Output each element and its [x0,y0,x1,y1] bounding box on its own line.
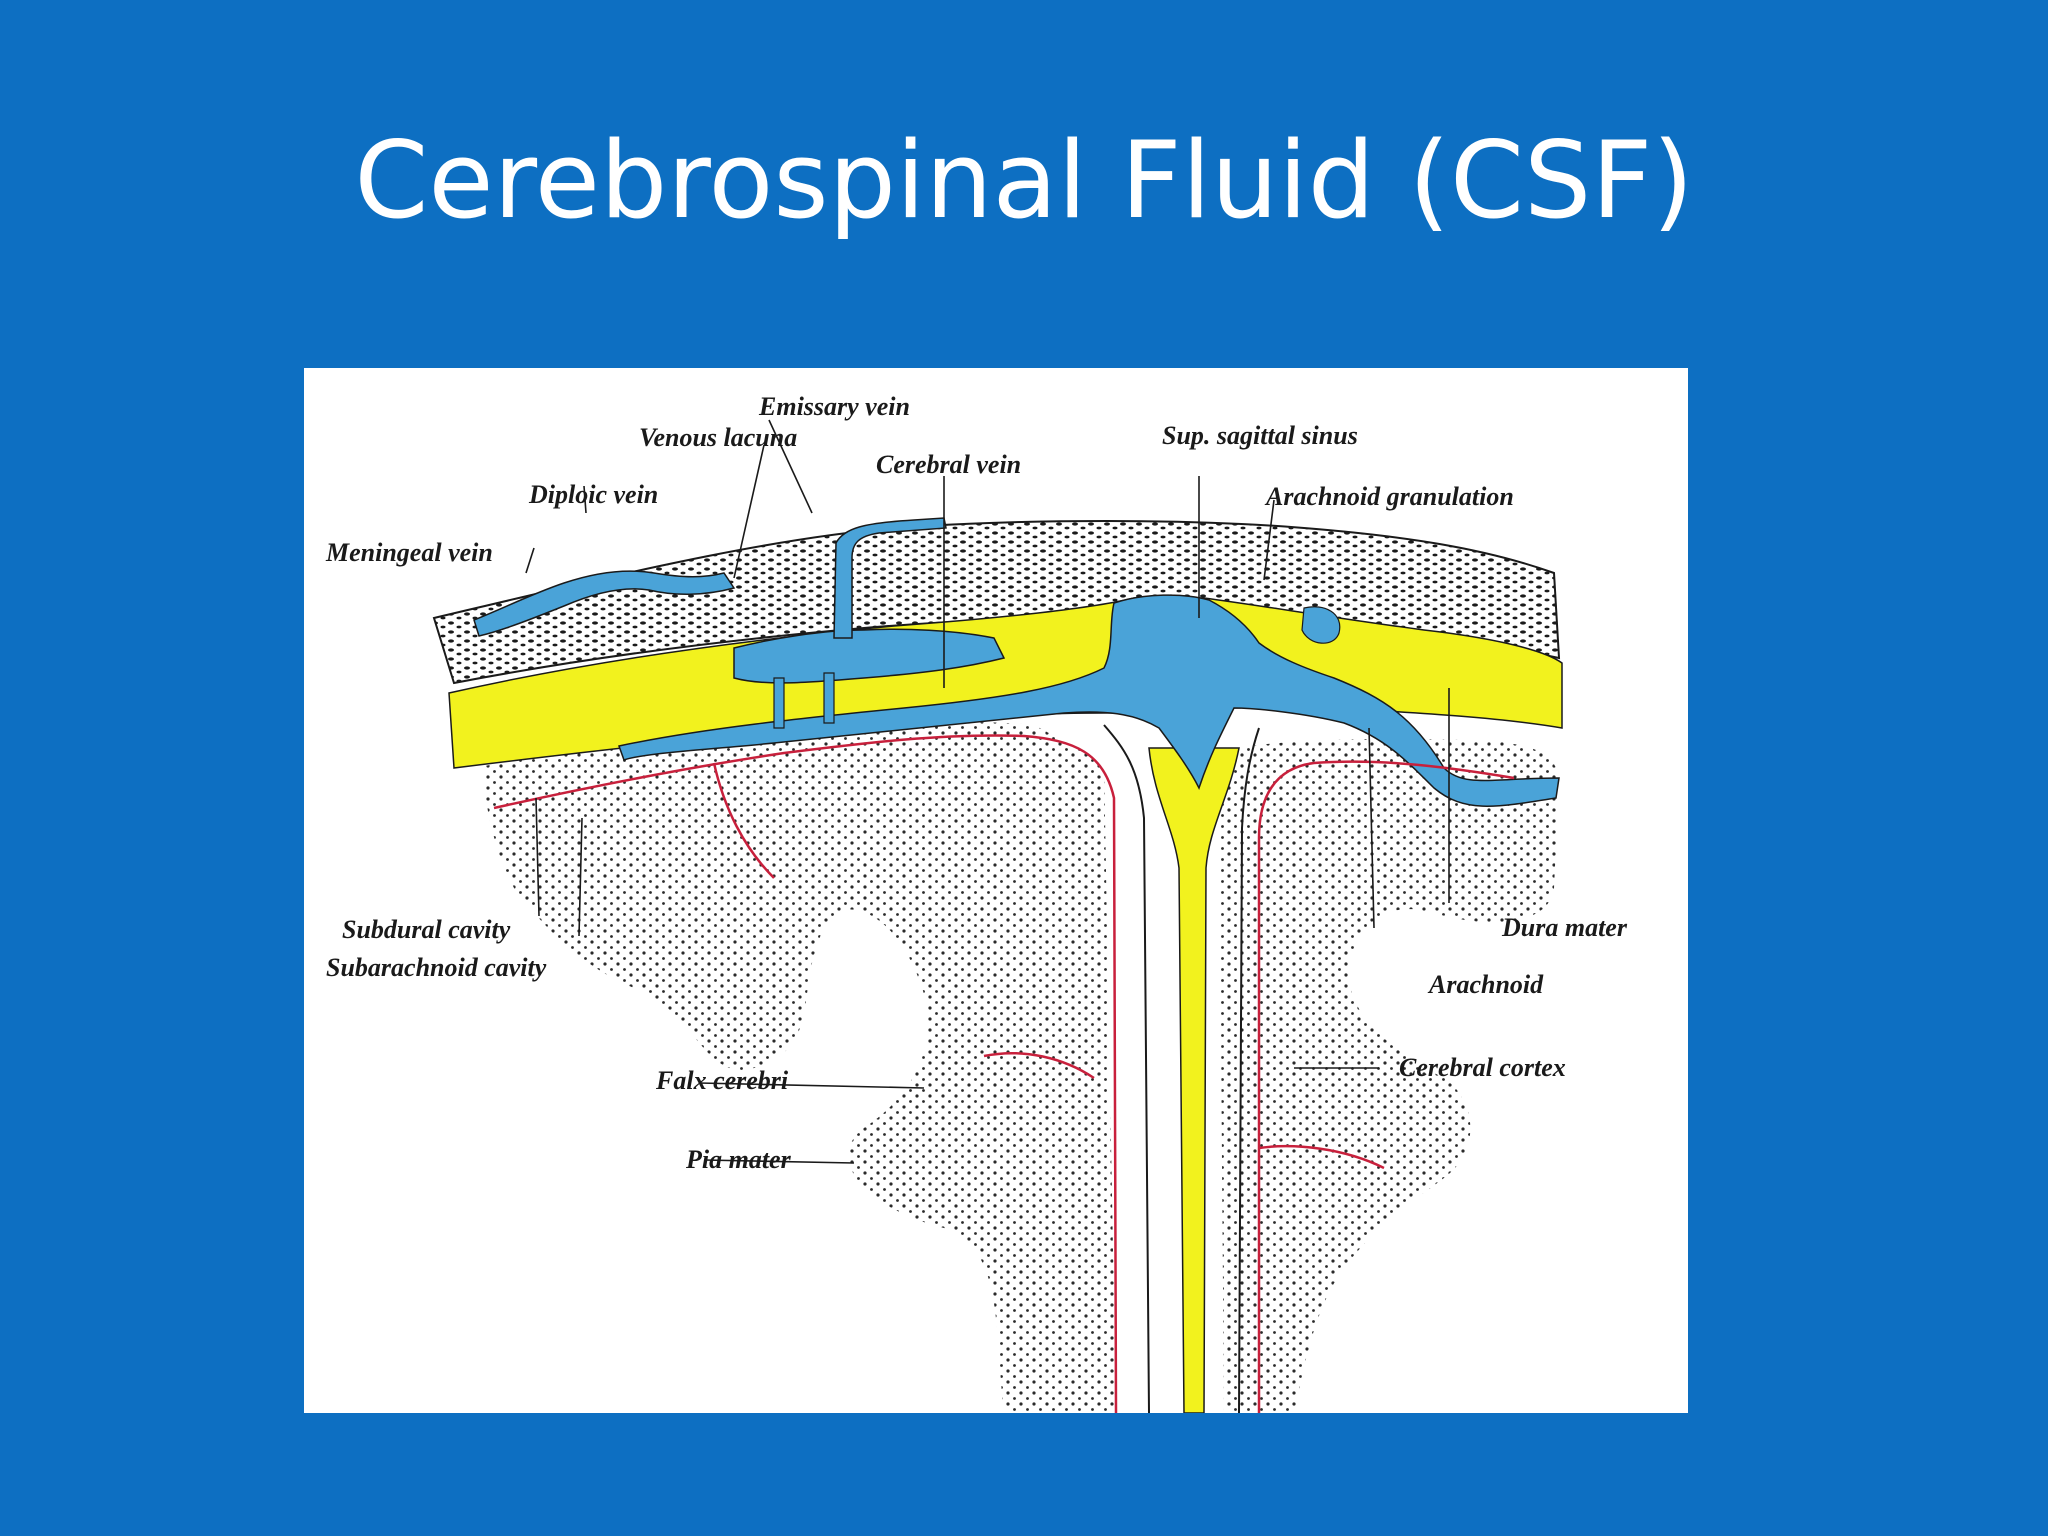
label-cerebral-cortex: Cerebral cortex [1399,1053,1566,1082]
label-sup-sagittal-sinus: Sup. sagittal sinus [1162,421,1358,450]
label-subarachnoid-cavity: Subarachnoid cavity [326,953,547,982]
label-arachnoid-granulation: Arachnoid granulation [1264,482,1514,511]
label-subdural-cavity: Subdural cavity [342,915,511,944]
label-falx-cerebri: Falx cerebri [655,1066,789,1095]
label-venous-lacuna: Venous lacuna [639,423,797,452]
pia-mater-vessels-left [493,734,1118,1413]
label-emissary-vein: Emissary vein [758,392,910,421]
sagittal-sinus [618,594,1560,807]
falx-cerebri-band [1148,747,1240,1413]
label-meningeal-vein: Meningeal vein [325,538,493,567]
diploic-vein [473,570,736,637]
venous-lacuna [733,628,1006,684]
label-arachnoid: Arachnoid [1427,970,1544,999]
label-cerebral-vein: Cerebral vein [876,450,1021,479]
meninges-diagram: Emissary vein Venous lacuna Cerebral vei… [304,368,1688,1413]
label-dura-mater: Dura mater [1501,913,1628,942]
pia-mater-vessels-right [1257,760,1515,1413]
right-hemisphere-cortex [1219,738,1559,1413]
label-diploic-vein: Diploic vein [528,480,658,509]
slide-title: Cerebrospinal Fluid (CSF) [354,119,1694,242]
left-hemisphere-cortex [484,721,1116,1413]
label-pia-mater: Pia mater [685,1145,792,1174]
